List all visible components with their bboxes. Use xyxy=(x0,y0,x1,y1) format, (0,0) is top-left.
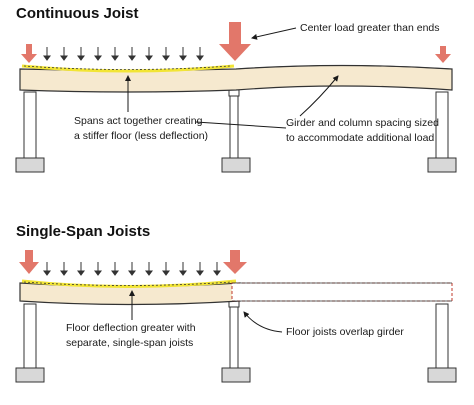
footing-left xyxy=(15,157,45,173)
footing-right xyxy=(427,367,457,383)
label-overlap: Floor joists overlap girder xyxy=(286,326,404,338)
footing-right xyxy=(427,157,457,173)
single-span-joists-section: Single-Span Joists xyxy=(15,223,457,383)
column-right xyxy=(435,91,449,159)
down-arrow-large-icon xyxy=(19,250,39,274)
down-arrow-large-icon xyxy=(219,22,251,61)
column-left xyxy=(23,303,37,369)
down-arrow-small-icon xyxy=(43,47,204,61)
down-arrow-small-icon xyxy=(43,262,221,276)
continuous-joist-section: Continuous Joist xyxy=(15,5,457,173)
label-spans-line1: Spans act together creating xyxy=(74,115,203,127)
single-span-joists-title: Single-Span Joists xyxy=(16,223,150,240)
column-center xyxy=(229,303,239,369)
footing-center xyxy=(221,157,251,173)
label-girder-line1: Girder and column spacing sized xyxy=(286,117,439,129)
deflection-line xyxy=(21,64,235,73)
leader-center-load xyxy=(251,27,297,40)
label-center-load: Center load greater than ends xyxy=(300,22,440,34)
girder-center xyxy=(228,89,240,97)
down-arrow-large-icon xyxy=(435,46,451,63)
label-deflection-line2: separate, single-span joists xyxy=(66,337,193,349)
footing-left xyxy=(15,367,45,383)
deflection-dashed xyxy=(23,65,231,70)
footing-center xyxy=(221,367,251,383)
label-girder-line2: to accommodate additional load xyxy=(286,132,434,144)
column-right xyxy=(435,303,449,369)
deflection-dashed xyxy=(23,281,233,286)
label-spans-line2: a stiffer floor (less deflection) xyxy=(74,130,208,142)
down-arrow-large-icon xyxy=(21,44,37,63)
leader-girder xyxy=(299,75,339,117)
leader-spans-to-girder xyxy=(195,121,287,129)
continuous-joist-title: Continuous Joist xyxy=(16,5,139,22)
label-deflection-line1: Floor deflection greater with xyxy=(66,322,196,334)
down-arrow-large-icon xyxy=(223,250,247,274)
right-span-top xyxy=(235,65,453,70)
leader-overlap xyxy=(243,311,283,333)
single-span-joist-right xyxy=(231,282,453,302)
column-left xyxy=(23,91,37,159)
